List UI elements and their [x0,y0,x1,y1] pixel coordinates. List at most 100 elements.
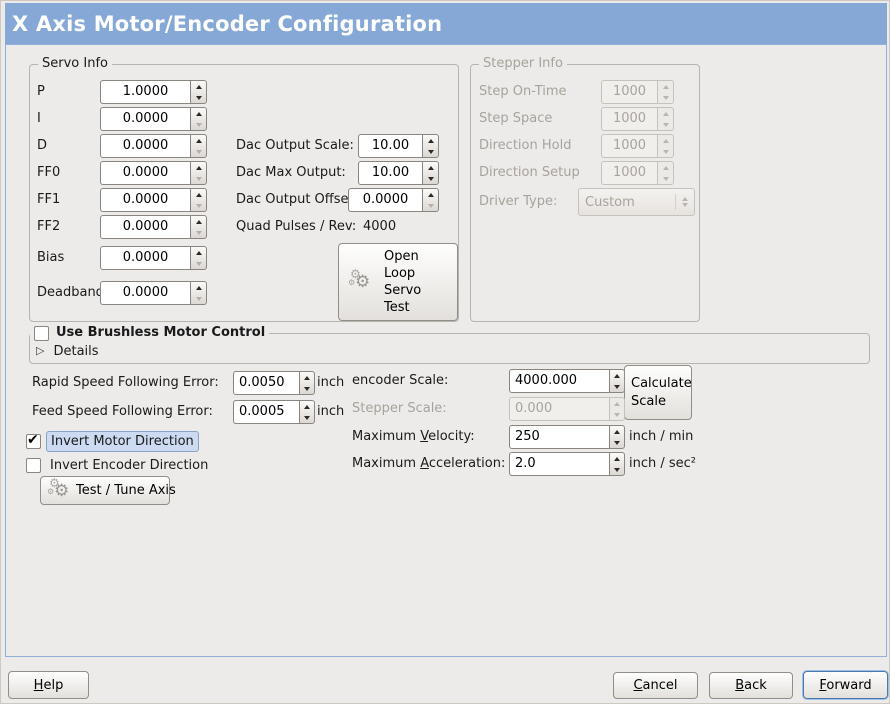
gears-icon: ⚙⚙⚙ [348,267,371,292]
p-spin-buttons[interactable] [190,80,207,104]
spin-down-icon[interactable] [191,146,206,157]
i-spin-buttons[interactable] [190,107,207,131]
spin-up-icon[interactable] [191,135,206,146]
calculate-scale-button[interactable]: Calculate Scale [624,365,692,420]
details-label[interactable]: Details [53,343,99,359]
spin-buttons[interactable] [299,371,315,395]
spin-down-icon[interactable] [300,383,314,394]
bias-spinbox[interactable]: 0.0000 [100,246,207,270]
invert-motor-checkbox[interactable]: ✔ [26,432,41,449]
test-tune-axis-button[interactable]: ⚙⚙⚙ Test / Tune Axis [40,476,176,505]
ff1-spinbox[interactable]: 0.0000 [100,188,207,212]
spin-up-icon[interactable] [191,247,206,258]
ff2-spin-buttons[interactable] [190,215,207,239]
spin-up-icon[interactable] [423,135,438,146]
ff0-label: FF0 [37,165,61,180]
i-label: I [37,111,41,126]
spin-down-icon[interactable] [191,227,206,238]
spin-down-icon[interactable] [191,258,206,269]
spin-up-icon[interactable] [191,282,206,293]
spin-up-icon[interactable] [610,370,624,381]
spin-buttons[interactable] [609,369,625,393]
spin-down-icon[interactable] [610,381,624,392]
deadband-label: Deadband [37,285,104,300]
spin-buttons [657,161,674,185]
p-spinbox[interactable]: 1.0000 [100,80,207,104]
back-button[interactable]: Back [709,672,793,699]
bias-spin-buttons[interactable] [190,246,207,270]
spin-up-icon[interactable] [610,426,624,437]
d-spinbox[interactable]: 0.0000 [100,134,207,158]
spin-up-icon[interactable] [191,216,206,227]
help-label: Help [33,677,64,693]
spin-down-icon[interactable] [423,200,438,211]
driver-type-label: Driver Type: [479,194,558,209]
use-brushless-checkbox[interactable]: ✔ [34,325,49,341]
ff0-spin-buttons[interactable] [190,161,207,185]
spin-up-icon [658,162,673,173]
spin-up-icon[interactable] [191,81,206,92]
feed-following-error-spinbox[interactable]: 0.0005 [233,400,315,424]
step-on-time-spinbox: 1000 [601,80,674,104]
spin-down-icon[interactable] [423,173,438,184]
spin-down-icon[interactable] [610,464,624,475]
d-spin-buttons[interactable] [190,134,207,158]
servo-info-legend: Servo Info [38,56,112,72]
spin-down-icon[interactable] [191,173,206,184]
max-acceleration-spinbox[interactable]: 2.0 [509,452,625,476]
deadband-spinbox[interactable]: 0.0000 [100,281,207,305]
details-expander[interactable]: ▷ Details [36,342,99,360]
help-button[interactable]: Help [8,671,89,699]
dac-offset-spin-buttons[interactable] [422,188,439,212]
dac-output-scale-spinbox[interactable]: 10.00 [358,134,439,158]
spin-buttons[interactable] [609,425,625,449]
cancel-button[interactable]: Cancel [613,672,698,699]
spin-up-icon[interactable] [191,189,206,200]
i-spinbox[interactable]: 0.0000 [100,107,207,131]
dac-scale-spin-buttons[interactable] [422,134,439,158]
spin-down-icon[interactable] [191,119,206,130]
ff2-spinbox[interactable]: 0.0000 [100,215,207,239]
spin-down-icon[interactable] [191,200,206,211]
encoder-scale-spinbox[interactable]: 4000.000 [509,369,625,393]
encoder-scale-label: encoder Scale: [352,373,449,388]
dac-output-offset-spinbox[interactable]: 0.0000 [348,188,439,212]
dac-max-output-label: Dac Max Output: [236,165,346,180]
direction-setup-label: Direction Setup [479,165,580,180]
spin-down-icon[interactable] [300,412,314,423]
spin-buttons[interactable] [609,452,625,476]
ff0-spinbox[interactable]: 0.0000 [100,161,207,185]
servo-info-frame: Servo Info P I D FF0 FF1 FF2 Bias Deadba… [29,56,459,322]
use-brushless-label[interactable]: Use Brushless Motor Control [56,325,266,340]
spin-buttons [657,107,674,131]
deadband-spin-buttons[interactable] [190,281,207,305]
ff1-spin-buttons[interactable] [190,188,207,212]
dac-max-output-spinbox[interactable]: 10.00 [358,161,439,185]
driver-type-value: Custom [585,194,635,210]
spin-down-icon[interactable] [423,146,438,157]
spin-up-icon [658,135,673,146]
spin-up-icon[interactable] [423,162,438,173]
spin-down-icon[interactable] [191,293,206,304]
open-loop-servo-test-button[interactable]: ⚙⚙⚙ Open Loop Servo Test [338,243,458,321]
spin-up-icon[interactable] [300,401,314,412]
spin-down-icon[interactable] [610,437,624,448]
invert-encoder-checkbox[interactable]: ✔ [26,458,41,473]
spin-up-icon[interactable] [610,453,624,464]
spin-buttons[interactable] [299,400,315,424]
spin-up-icon[interactable] [300,372,314,383]
rapid-following-error-spinbox[interactable]: 0.0050 [233,371,315,395]
dac-max-spin-buttons[interactable] [422,161,439,185]
expander-arrow-icon[interactable]: ▷ [36,344,45,357]
spin-buttons [609,397,625,421]
brushless-legend: ✔ Use Brushless Motor Control [30,325,270,341]
forward-button[interactable]: Forward [803,671,888,699]
spin-up-icon[interactable] [191,162,206,173]
stepper-scale-label: Stepper Scale: [352,401,447,416]
spin-up-icon[interactable] [191,108,206,119]
spin-down-icon[interactable] [191,92,206,103]
invert-encoder-label[interactable]: Invert Encoder Direction [50,458,209,473]
max-velocity-spinbox[interactable]: 250 [509,425,625,449]
spin-up-icon[interactable] [423,189,438,200]
invert-motor-label[interactable]: Invert Motor Direction [46,431,199,452]
